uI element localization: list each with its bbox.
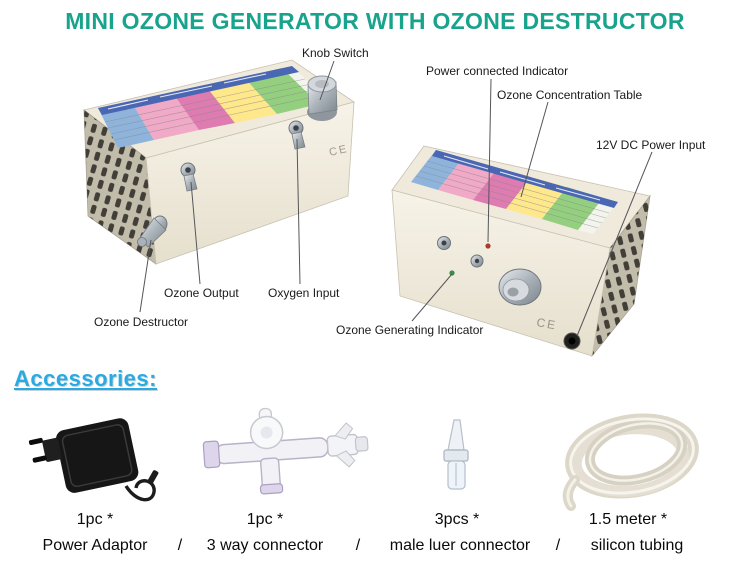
separator: / bbox=[555, 537, 561, 554]
concentration-table-left bbox=[98, 66, 330, 148]
male-luer-connector-image bbox=[443, 419, 469, 490]
device-view-right: CE bbox=[391, 145, 651, 358]
ozone-generating-led-icon bbox=[449, 270, 455, 276]
leader-concentration-table bbox=[520, 101, 549, 198]
callout-oxygen-input: Oxygen Input bbox=[268, 286, 340, 300]
front-ports-right bbox=[437, 236, 491, 276]
callout-dc-power-input: 12V DC Power Input bbox=[596, 138, 706, 152]
plug-prong-icon bbox=[28, 437, 43, 446]
page-title: MINI OZONE GENERATOR WITH OZONE DESTRUCT… bbox=[65, 8, 685, 34]
callout-ozone-output: Ozone Output bbox=[164, 286, 239, 300]
separator: / bbox=[355, 537, 361, 554]
ozone-output-port-icon bbox=[180, 162, 198, 192]
accessory-name: silicon tubing bbox=[590, 537, 684, 554]
callout-power-connected: Power connected Indicator bbox=[426, 64, 569, 78]
concentration-table-right bbox=[411, 150, 618, 234]
leader-power-connected bbox=[487, 78, 492, 243]
accessory-qty: 3pcs * bbox=[434, 511, 480, 528]
ce-mark-left: CE bbox=[328, 143, 349, 159]
three-way-connector-image bbox=[202, 407, 369, 495]
accessory-qty: 1pc * bbox=[246, 511, 284, 528]
accessory-name: Power Adaptor bbox=[42, 537, 148, 554]
leader-knob-switch bbox=[319, 60, 335, 101]
leader-ozone-destructor bbox=[139, 239, 152, 313]
dc-plug-icon bbox=[147, 470, 159, 484]
leader-lines bbox=[139, 60, 653, 337]
silicon-tubing-image bbox=[562, 413, 699, 511]
dc-power-input-icon bbox=[563, 332, 581, 350]
accessory-name: 3 way connector bbox=[206, 537, 324, 554]
separator: / bbox=[177, 537, 183, 554]
oxygen-input-port-icon bbox=[288, 120, 306, 150]
callout-ozone-generating: Ozone Generating Indicator bbox=[336, 323, 484, 337]
callout-ozone-destructor: Ozone Destructor bbox=[94, 315, 189, 329]
accessory-qty: 1.5 meter * bbox=[588, 511, 668, 528]
accessory-qty: 1pc * bbox=[76, 511, 114, 528]
leader-ozone-generating bbox=[411, 273, 453, 322]
vent-grille-right-icon bbox=[592, 196, 650, 356]
knob-switch-right-icon bbox=[498, 268, 542, 306]
callout-knob-switch: Knob Switch bbox=[302, 46, 369, 60]
adaptor-cable-icon bbox=[124, 479, 156, 502]
ozone-destructor-nozzle-icon bbox=[137, 215, 168, 248]
device-view-left: CE bbox=[83, 59, 355, 265]
accessories-heading: Accessories: bbox=[14, 366, 157, 391]
ce-mark-right: CE bbox=[535, 315, 558, 332]
power-adaptor-image bbox=[28, 418, 159, 502]
leader-ozone-output bbox=[190, 181, 201, 285]
accessory-name: male luer connector bbox=[389, 537, 531, 554]
leader-oxygen-input bbox=[296, 138, 301, 285]
plug-prong-icon bbox=[32, 455, 47, 463]
device-right-front-face bbox=[391, 189, 611, 357]
knob-switch-icon bbox=[307, 75, 338, 121]
callout-concentration-table: Ozone Concentration Table bbox=[497, 88, 643, 102]
vent-grille-left-icon bbox=[84, 110, 156, 264]
power-connected-led-icon bbox=[485, 243, 491, 249]
leader-dc-power bbox=[576, 151, 653, 337]
